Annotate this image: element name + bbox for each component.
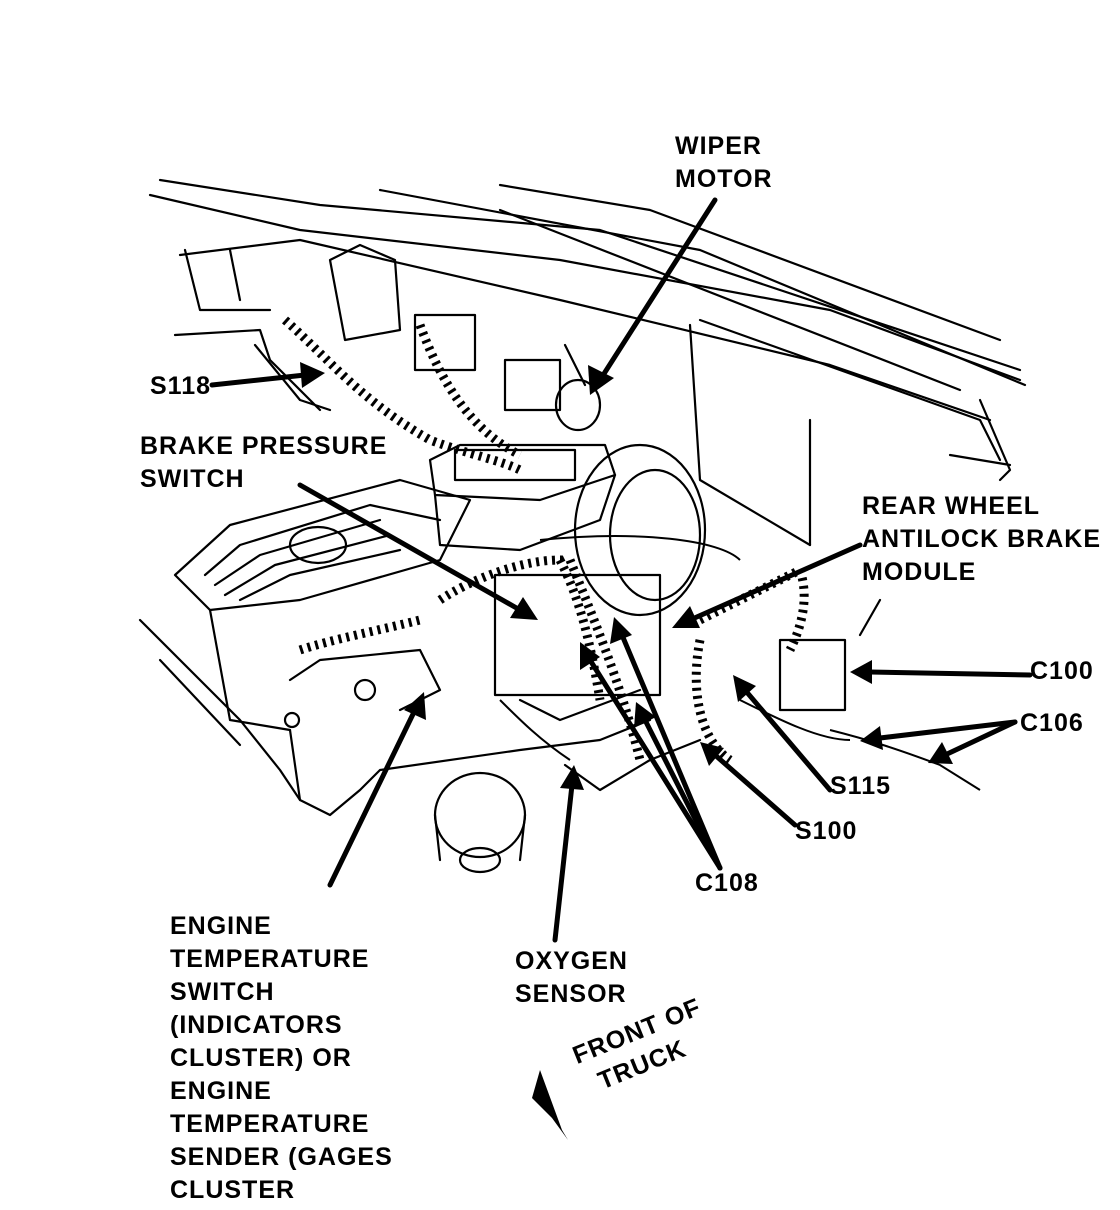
c106-arrow-a [860, 719, 1018, 750]
leader-arrows [209, 197, 1033, 943]
engine-block-drawing [138, 478, 882, 874]
s100-arrow [700, 742, 798, 828]
s115-arrow [733, 675, 833, 793]
label-engine-temperature: ENGINE TEMPERATURE SWITCH (INDICATORS CL… [170, 912, 393, 1204]
label-s100: S100 [795, 817, 858, 845]
s118-arrow [209, 362, 325, 388]
label-oxygen-sensor: OXYGEN SENSOR [515, 947, 628, 1008]
firewall-cowl-drawing [148, 178, 1027, 547]
rwal-module-arrow [672, 542, 863, 628]
brake-pressure-arrow [297, 482, 538, 620]
label-wiper-motor: WIPER MOTOR [675, 132, 773, 193]
c100-arrow [850, 660, 1033, 684]
master-cylinder-drawing [428, 443, 707, 617]
label-c108: C108 [695, 869, 759, 897]
wiper-motor-arrow [588, 197, 718, 395]
oxygen-sensor-arrow [552, 765, 584, 943]
c106-arrow-b [928, 719, 1018, 764]
c108-arrow-c [634, 702, 723, 871]
c108-arrow-b [610, 617, 723, 871]
wiper-motor-drawing [328, 243, 602, 432]
engine-temp-arrow [327, 692, 426, 888]
label-brake-pressure-switch: BRAKE PRESSURE SWITCH [140, 432, 388, 493]
harness-wire-lines [499, 535, 981, 791]
label-s118: S118 [150, 372, 212, 400]
c108-arrow-a [580, 642, 723, 871]
label-rwal-module: REAR WHEEL ANTILOCK BRAKE MODULE [862, 492, 1101, 586]
label-s115: S115 [830, 772, 892, 800]
front-direction-arrow [532, 1070, 568, 1140]
label-c106: C106 [1020, 709, 1084, 737]
label-c100: C100 [1030, 657, 1094, 685]
